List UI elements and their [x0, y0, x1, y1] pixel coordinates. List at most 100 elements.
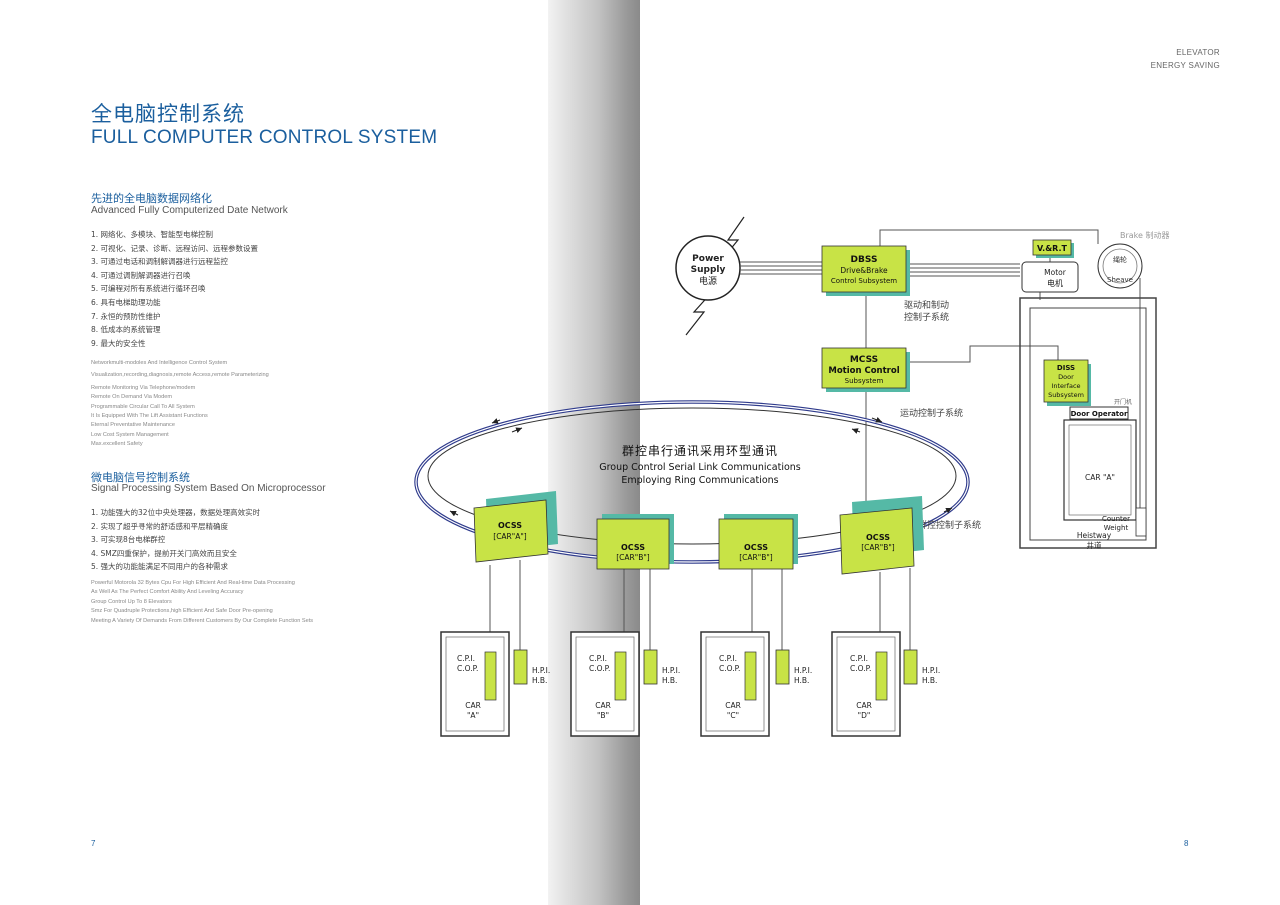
hoistway-outer [1019, 297, 1157, 549]
section1-title-cn: 先进的全电脑数据网络化 [91, 192, 212, 205]
ring-arrow-bottom-left [449, 510, 459, 517]
list-item: Low Cost System Management [91, 431, 169, 438]
dbss-line-1: DBSS [851, 255, 878, 265]
counter-weight-block [1135, 507, 1147, 537]
sheave-unit: 绳轮 Sheave [1097, 243, 1143, 289]
car-b-label: CAR [595, 701, 611, 710]
communication-ring: 群控串行通讯采用环型通讯 Group Control Serial Link C… [414, 400, 970, 564]
hb-c-label: H.B. [794, 676, 809, 685]
list-item: Meeting A Variety Of Demands From Differ… [91, 617, 314, 624]
mcss-module: MCSS Motion Control Subsystem [821, 347, 910, 392]
car-d-frame [831, 631, 901, 737]
mcss-box [821, 347, 907, 389]
car-d-cpi: C.P.I. [850, 654, 868, 663]
page-number-left: 7 [91, 839, 96, 848]
hall-indicator-d: H.P.I. H.B. [903, 649, 940, 685]
car-panel-a: C.P.I. C.O.P. CAR "A" [440, 631, 510, 737]
brake-label: Brake 制动器 [1120, 230, 1170, 240]
car-c-label: CAR [725, 701, 741, 710]
door-operator-label: Door Operator [1071, 410, 1128, 418]
page-title-en: FULL COMPUTER CONTROL SYSTEM [91, 127, 438, 148]
car-d-cop-panel [875, 651, 888, 701]
car-panel-c: C.P.I. C.O.P. CAR "C" [700, 631, 770, 737]
counter-weight-line-1: Counter [1102, 515, 1130, 523]
sheave-inner-ring [1102, 248, 1138, 284]
ocss-2-line-2: [CAR"B"] [616, 553, 650, 562]
hall-indicator-a: H.P.I. H.B. [513, 649, 550, 685]
ocss-3-box [718, 518, 794, 570]
lightning-bolt-bottom-icon [685, 291, 713, 336]
list-item: 2. 实现了超乎寻常的舒适感和平层精确度 [91, 521, 229, 531]
vrt-module: V.&R.T [1032, 239, 1074, 258]
diss-line-2: Door [1058, 373, 1074, 381]
hoistway-line-2: 井道 [1087, 540, 1103, 550]
car-a-cop: C.O.P. [457, 664, 478, 673]
list-item: Smz For Quadruple Protections,high Effic… [91, 608, 273, 615]
diss-line-4: Subsystem [1048, 391, 1084, 399]
power-supply-line-1: Power [692, 254, 724, 264]
dbss-caption-2: 控制子系统 [904, 311, 949, 323]
car-a-inner-frame [445, 636, 505, 732]
list-item: 5. 可编程对所有系统进行循环召唤 [91, 284, 206, 294]
car-c-cop: C.O.P. [719, 664, 740, 673]
ocss-2-line-1: OCSS [621, 543, 645, 552]
list-item: Visualization,recording,diagnosis,remote… [91, 372, 269, 379]
car-a-cabin [1063, 419, 1137, 521]
list-item: 4. SMZ四重保护，提前开关门高效而且安全 [91, 548, 237, 558]
ring-title-cn: 群控串行通讯采用环型通讯 [622, 444, 778, 458]
page-title-cn: 全电脑控制系统 [91, 102, 245, 126]
corner-heading: ELEVATOR ENERGY SAVING [1151, 46, 1220, 72]
car-b-frame [570, 631, 640, 737]
list-item: 2. 可视化、记录、诊断、远程访问、远程参数设置 [91, 243, 259, 253]
power-supply-node: Power Supply 电源 [675, 216, 745, 336]
ocss-4-box [839, 507, 915, 575]
mcss-caption: 运动控制子系统 [900, 407, 963, 419]
wiring-lines [489, 229, 1141, 650]
ocss-caption: 群控控制子系统 [918, 519, 981, 531]
page-number-right: 8 [1184, 839, 1189, 848]
ocss-module-3: OCSS [CAR"B"] [718, 514, 798, 570]
dbss-box [821, 245, 907, 293]
hall-indicator-c: H.P.I. H.B. [775, 649, 812, 685]
ocss-4-line-2: [CAR"B"] [861, 543, 895, 552]
ocss-1-line-2: [CAR"A"] [493, 532, 527, 541]
car-a-cpi: C.P.I. [457, 654, 475, 663]
list-item: 4. 可通过调制解调器进行召唤 [91, 270, 191, 280]
car-c-cpi: C.P.I. [719, 654, 737, 663]
car-panel-d: C.P.I. C.O.P. CAR "D" [831, 631, 901, 737]
list-item: As Well As The Perfect Comfort Ability A… [91, 589, 244, 596]
list-item: Networkmulti-modoles And Intelligence Co… [91, 360, 228, 366]
ring-arrow-left-inner [511, 427, 523, 434]
car-b-inner-frame [575, 636, 635, 732]
car-a-name: "A" [467, 711, 479, 720]
sheave-line-2: Sheave [1107, 276, 1133, 284]
hb-d-label: H.B. [922, 676, 937, 685]
power-supply-circle [675, 235, 741, 301]
list-item: 9. 最大的安全性 [91, 338, 146, 348]
list-item: 6. 具有电梯助理功能 [91, 297, 161, 307]
sheave-line-1: 绳轮 [1113, 255, 1127, 264]
car-a-cop-panel [484, 651, 497, 701]
hpi-d-device [903, 649, 918, 685]
list-item: 8. 低成本的系统管理 [91, 325, 161, 335]
car-a-frame [440, 631, 510, 737]
section2-title-en: Signal Processing System Based On Microp… [91, 483, 326, 494]
motor-line-2: 电机 [1047, 278, 1063, 288]
car-a-shaft-label: CAR "A" [1085, 473, 1115, 482]
ocss-4-line-1: OCSS [866, 533, 890, 542]
diss-module: DISS Door Interface Subsystem [1043, 359, 1091, 406]
car-b-cpi: C.P.I. [589, 654, 607, 663]
list-item: It Is Equipped With The Lift Assistant F… [91, 413, 208, 420]
motor-box [1021, 261, 1079, 293]
section2-list-en: Powerful Motorola 32 Bytes Cpu For High … [91, 579, 313, 626]
dbss-line-2: Drive&Brake [840, 266, 888, 275]
section2-list-cn: 1. 功能强大的32位中央处理器，数据处理高效实时 2. 实现了超乎寻常的舒适感… [91, 506, 260, 574]
list-item: 3. 可通过电话和调制解调器进行远程监控 [91, 257, 229, 267]
left-page: 全电脑控制系统 FULL COMPUTER CONTROL SYSTEM 先进的… [0, 0, 548, 905]
ring-inner [427, 407, 957, 545]
counter-weight-line-2: Weight [1104, 524, 1129, 532]
ring-arrow-left [491, 418, 501, 424]
mcss-line-3: Subsystem [845, 377, 884, 385]
door-operator-box [1069, 406, 1129, 420]
